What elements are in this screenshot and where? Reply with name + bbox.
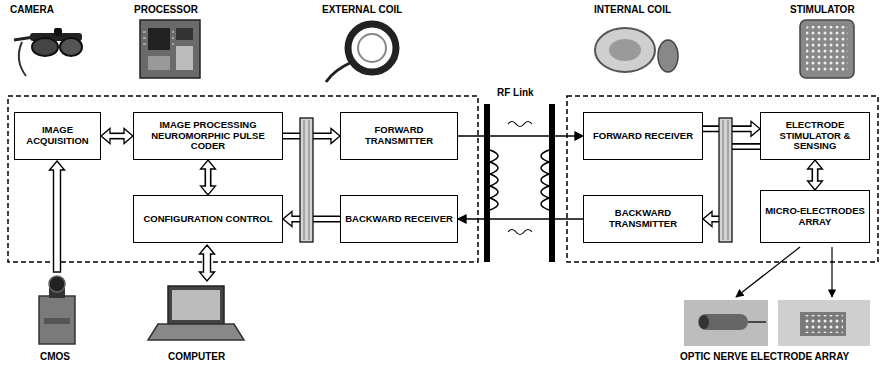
arrow-head [575, 132, 583, 140]
box-text: IMAGE ACQUISITION [19, 125, 96, 147]
connector-fill [290, 217, 340, 221]
connector [101, 129, 133, 144]
component-label: STIMULATOR [790, 4, 855, 16]
connector-fill [813, 167, 817, 183]
optic-nerve-electrode-picture [684, 300, 870, 346]
stimulator-box: ELECTRODE STIMULATOR & SENSING [760, 112, 870, 160]
signal-arrow [200, 245, 215, 281]
external-coil-picture [326, 24, 396, 82]
connector [201, 160, 216, 195]
connector-line [466, 218, 583, 220]
component-label: PROCESSOR [134, 4, 198, 16]
control-box: CONFIGURATION CONTROL [133, 195, 283, 243]
box-text: BACKWARD TRANSMITTER [588, 208, 698, 230]
component-label: OPTIC NERVE ELECTRODE ARRAY [680, 351, 849, 363]
box-text: IMAGE PROCESSING NEUROMORPHIC PULSE CODE… [138, 120, 278, 153]
transmitter-box: BACKWARD TRANSMITTER [583, 195, 703, 243]
bus-bar [300, 118, 313, 242]
process-box: IMAGE ACQUISITION [14, 112, 101, 160]
box-text: FORWARD TRANSMITTER [345, 125, 453, 147]
external-unit-outline [8, 96, 478, 262]
connector-fill [206, 167, 210, 188]
connector-fill [108, 134, 126, 138]
receiver-box: BACKWARD RECEIVER [340, 195, 458, 243]
component-label: COMPUTER [168, 351, 225, 363]
arrow-head [458, 215, 466, 223]
component-label: EXTERNAL COIL [322, 4, 402, 16]
leader-line [831, 247, 832, 297]
stimulator-picture [800, 20, 854, 78]
processor-picture [140, 20, 200, 78]
receiver-box: FORWARD RECEIVER [583, 112, 703, 160]
box-text: ELECTRODE STIMULATOR & SENSING [765, 120, 865, 153]
leader-line [736, 247, 800, 297]
signal-arrow [50, 161, 65, 272]
computer-picture [148, 286, 244, 340]
implant-unit-outline [567, 96, 878, 262]
link-label: RF Link [497, 87, 534, 99]
component-label: CAMERA [10, 4, 54, 16]
connector [808, 160, 823, 190]
transmitter-box: FORWARD TRANSMITTER [340, 112, 458, 160]
box-text: CONFIGURATION CONTROL [143, 214, 272, 225]
connector [458, 215, 583, 223]
component-label: INTERNAL COIL [594, 4, 671, 16]
bus-bar [719, 118, 732, 242]
internal-coil-picture [595, 28, 678, 72]
connector [458, 132, 583, 140]
camera-picture [14, 28, 82, 76]
rf-coil-symbol [484, 104, 555, 262]
box-text: FORWARD RECEIVER [593, 131, 693, 142]
connector-line [458, 135, 575, 137]
electrode-box: MICRO-ELECTRODES ARRAY [760, 190, 870, 243]
process-box: IMAGE PROCESSING NEUROMORPHIC PULSE CODE… [133, 112, 283, 160]
cmos-picture [39, 276, 75, 344]
component-label: CMOS [40, 351, 70, 363]
box-text: MICRO-ELECTRODES ARRAY [765, 206, 865, 228]
connector-fill [710, 147, 760, 219]
box-text: BACKWARD RECEIVER [345, 214, 453, 225]
